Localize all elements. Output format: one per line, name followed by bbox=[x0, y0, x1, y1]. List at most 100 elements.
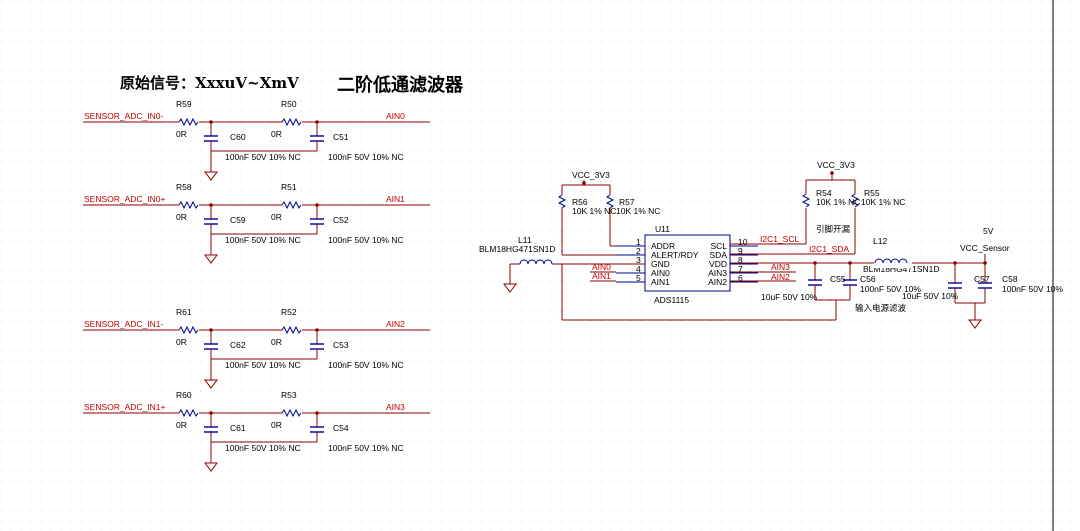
adc-pin-number: 7 bbox=[738, 264, 743, 274]
output-net-label: AIN1 bbox=[386, 194, 405, 204]
adc-pin-name: ALERT/RDY bbox=[651, 250, 699, 260]
r54-value: 10K 1% NC bbox=[816, 197, 860, 207]
r57-value: 10K 1% NC bbox=[616, 206, 660, 216]
c58-ref: C58 bbox=[1002, 274, 1018, 284]
resistor-r2 bbox=[281, 117, 302, 127]
signal-title: 原始信号：XxxuV~XmV bbox=[120, 74, 299, 92]
l11-ferrite: L11 BLM18HG471SN1D bbox=[479, 235, 837, 321]
input-net-label: SENSOR_ADC_IN1+ bbox=[84, 402, 166, 412]
net-ain0-label: AIN0 bbox=[592, 262, 611, 272]
adc-pin-name: GND bbox=[651, 259, 670, 269]
input-net-label: SENSOR_ADC_IN1- bbox=[84, 319, 164, 329]
r1-value: 0R bbox=[176, 337, 187, 347]
c1-value: 100nF 50V 10% NC bbox=[225, 235, 301, 245]
adc-pin-number: 9 bbox=[738, 246, 743, 256]
supply-voltage: 5V bbox=[983, 226, 994, 236]
inductor-l12 bbox=[874, 258, 908, 264]
c1-value: 100nF 50V 10% NC bbox=[225, 360, 301, 370]
ground-icon bbox=[204, 462, 218, 472]
ground-icon bbox=[204, 171, 218, 181]
adc-pin-number: 2 bbox=[636, 246, 641, 256]
r56-value: 10K 1% NC bbox=[572, 206, 616, 216]
ground-icon bbox=[503, 283, 517, 293]
r55-value: 10K 1% NC bbox=[861, 197, 905, 207]
adc-pin-name: VDD bbox=[709, 259, 727, 269]
r1-value: 0R bbox=[176, 420, 187, 430]
resistor-r56 bbox=[557, 194, 567, 209]
adc-pin-name: AIN1 bbox=[651, 277, 670, 287]
resistor-r54 bbox=[801, 193, 811, 208]
c1-ref: C62 bbox=[230, 340, 246, 350]
r1-ref: R59 bbox=[176, 99, 192, 109]
resistor-r2 bbox=[281, 200, 302, 210]
c58-value: 100nF 50V 10% bbox=[1002, 284, 1063, 294]
c1-value: 100nF 50V 10% NC bbox=[225, 152, 301, 162]
c2-value: 100nF 50V 10% NC bbox=[328, 152, 404, 162]
adc-pin-name: AIN3 bbox=[708, 268, 727, 278]
r1-value: 0R bbox=[176, 212, 187, 222]
resistor-r55 bbox=[850, 193, 860, 208]
c2-value: 100nF 50V 10% NC bbox=[328, 443, 404, 453]
resistor-r1 bbox=[178, 117, 199, 127]
r1-ref: R60 bbox=[176, 390, 192, 400]
power-filter-note: 输入电源滤波 bbox=[855, 303, 907, 313]
c1-value: 100nF 50V 10% NC bbox=[225, 443, 301, 453]
c56-value: 100nF 50V 10% bbox=[860, 284, 921, 294]
net-ain3-label: AIN3 bbox=[771, 262, 790, 272]
r57-ref: R57 bbox=[619, 197, 635, 207]
resistor-r2 bbox=[281, 408, 302, 418]
r2-value: 0R bbox=[271, 212, 282, 222]
filter-channel: SENSOR_ADC_IN0+ R58 0R C59 100nF 50V 10%… bbox=[83, 182, 430, 264]
net-ain2-label: AIN2 bbox=[771, 272, 790, 282]
adc-pin-number: 5 bbox=[636, 273, 641, 283]
adc-pin-number: 6 bbox=[738, 273, 743, 283]
adc-pin-number: 10 bbox=[738, 237, 748, 247]
filter-channel: SENSOR_ADC_IN1- R61 0R C62 100nF 50V 10%… bbox=[83, 307, 430, 389]
r1-value: 0R bbox=[176, 129, 187, 139]
r2-value: 0R bbox=[271, 337, 282, 347]
resistor-r2 bbox=[281, 325, 302, 335]
c1-ref: C61 bbox=[230, 423, 246, 433]
r2-value: 0R bbox=[271, 420, 282, 430]
adc-pin-name: ADDR bbox=[651, 241, 675, 251]
net-scl-label: I2C1_SCL bbox=[760, 234, 799, 244]
net-ain1-label: AIN1 bbox=[592, 271, 611, 281]
r2-ref: R50 bbox=[281, 99, 297, 109]
adc-pin-number: 3 bbox=[636, 255, 641, 265]
resistor-r1 bbox=[178, 200, 199, 210]
c2-ref: C53 bbox=[333, 340, 349, 350]
power-filter-left: C55 10uF 50V 10% C56 100nF 50V 10% 输入电源滤… bbox=[761, 261, 921, 313]
adc-pin-name: SDA bbox=[710, 250, 728, 260]
pullup-right-group: VCC_3V3 R54 10K 1% NC R55 10K 1% NC 引脚开漏 bbox=[801, 160, 905, 234]
adc-pin-number: 4 bbox=[636, 264, 641, 274]
r2-ref: R52 bbox=[281, 307, 297, 317]
c2-value: 100nF 50V 10% NC bbox=[328, 235, 404, 245]
r1-ref: R58 bbox=[176, 182, 192, 192]
c57-value: 10uF 50V 10% bbox=[902, 291, 959, 301]
output-net-label: AIN3 bbox=[386, 402, 405, 412]
i2c-and-ain-nets: I2C1_SCL I2C1_SDA AIN3 AIN2 bbox=[730, 208, 985, 282]
open-drain-note: 引脚开漏 bbox=[816, 224, 851, 234]
r2-ref: R51 bbox=[281, 182, 297, 192]
r2-value: 0R bbox=[271, 129, 282, 139]
l11-ref: L11 bbox=[518, 235, 532, 245]
ground-icon bbox=[204, 379, 218, 389]
c2-ref: C52 bbox=[333, 215, 349, 225]
r2-ref: R53 bbox=[281, 390, 297, 400]
adc-part: ADS1115 bbox=[654, 295, 689, 305]
r55-ref: R55 bbox=[864, 188, 880, 198]
r54-ref: R54 bbox=[816, 188, 832, 198]
adc-ref: U11 bbox=[655, 224, 670, 234]
input-net-label: SENSOR_ADC_IN0+ bbox=[84, 194, 166, 204]
l12-ferrite: L12 BLM18HG471SN1D bbox=[863, 236, 940, 274]
adc-pin-number: 1 bbox=[636, 237, 641, 247]
l12-part: BLM18HG471SN1D bbox=[863, 264, 940, 274]
c2-ref: C54 bbox=[333, 423, 349, 433]
l12-ref: L12 bbox=[873, 236, 887, 246]
r56-ref: R56 bbox=[572, 197, 588, 207]
rail-label-left: VCC_3V3 bbox=[572, 170, 610, 180]
adc-pin-name: SCL bbox=[710, 241, 727, 251]
output-net-label: AIN2 bbox=[386, 319, 405, 329]
